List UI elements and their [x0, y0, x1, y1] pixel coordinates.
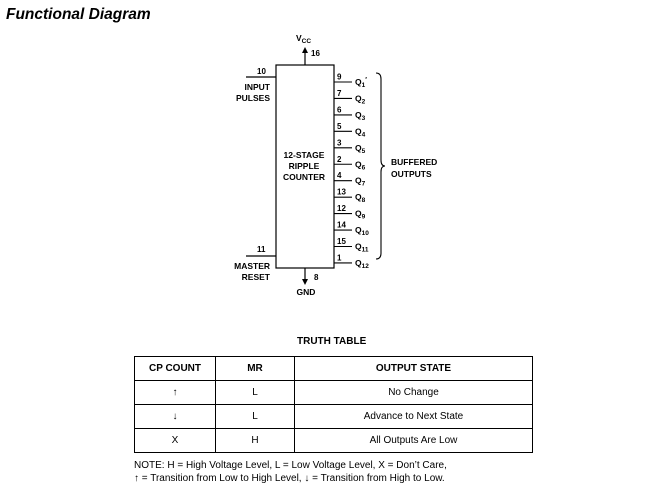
output-pin-10: 14: [337, 221, 346, 230]
table-row: X H All Outputs Are Low: [134, 428, 533, 453]
truth-table-title: TRUTH TABLE: [297, 336, 367, 347]
output-label-q1: Q1′: [355, 77, 367, 89]
input-pin: 10: [257, 67, 266, 76]
brace-icon: [375, 72, 386, 260]
column-header-cp-count: CP COUNT: [134, 356, 216, 381]
output-pin-5: 3: [337, 138, 342, 147]
output-label-q4: Q4: [355, 126, 366, 138]
output-pin-2: 7: [337, 89, 342, 98]
reset-label-2: RESET: [242, 272, 271, 282]
mr-cell: H: [215, 428, 295, 453]
output-pin-6: 2: [337, 155, 342, 164]
output-label-q9: Q9: [355, 209, 366, 221]
output-label-q5: Q5: [355, 143, 366, 155]
output-label-q8: Q8: [355, 192, 366, 204]
column-header-mr: MR: [215, 356, 295, 381]
output-state-cell: All Outputs Are Low: [294, 428, 533, 453]
output-state-cell: No Change: [294, 380, 533, 405]
table-row: ↓ L Advance to Next State: [134, 404, 533, 429]
output-pin-9: 12: [337, 204, 346, 213]
output-pin-12: 1: [337, 253, 342, 262]
truth-table: CP COUNT MR OUTPUT STATE ↑ L No Change ↓…: [134, 356, 533, 453]
mr-cell: L: [215, 380, 295, 405]
output-label-q2: Q2: [355, 93, 366, 105]
vcc-arrow-icon: [302, 47, 308, 53]
output-pin-1: 9: [337, 73, 342, 82]
note-line-2: ↑ = Transition from Low to High Level, ↓…: [134, 473, 445, 484]
output-pin-8: 13: [337, 188, 346, 197]
output-pin-4: 5: [337, 122, 342, 131]
buffered-label-1: BUFFERED: [391, 157, 437, 167]
block-label-3: COUNTER: [283, 172, 325, 182]
table-note: NOTE: H = High Voltage Level, L = Low Vo…: [134, 459, 447, 485]
buffered-label-2: OUTPUTS: [391, 169, 432, 179]
output-pin-11: 15: [337, 237, 346, 246]
output-state-cell: Advance to Next State: [294, 404, 533, 429]
cp-count-cell: X: [134, 428, 216, 453]
functional-diagram: 12-STAGE RIPPLE COUNTER VCC 16 8 GND 10 …: [234, 33, 437, 297]
input-label-2: PULSES: [236, 93, 270, 103]
column-header-output-state: OUTPUT STATE: [294, 356, 533, 381]
output-label-q6: Q6: [355, 159, 366, 171]
gnd-pin: 8: [314, 273, 319, 282]
output-label-q11: Q11: [355, 242, 369, 254]
table-header-row: CP COUNT MR OUTPUT STATE: [134, 356, 533, 381]
output-label-q7: Q7: [355, 176, 366, 188]
output-label-q10: Q10: [355, 225, 369, 237]
vcc-label: VCC: [296, 33, 311, 45]
note-line-1: NOTE: H = High Voltage Level, L = Low Vo…: [134, 460, 447, 471]
cp-count-cell: ↓: [134, 404, 216, 429]
mr-cell: L: [215, 404, 295, 429]
block-label-1: 12-STAGE: [284, 150, 325, 160]
gnd-label: GND: [297, 287, 316, 297]
output-label-q12: Q12: [355, 258, 369, 270]
output-pin-7: 4: [337, 171, 342, 180]
gnd-arrow-icon: [302, 279, 308, 285]
output-label-q3: Q3: [355, 110, 366, 122]
reset-pin: 11: [257, 245, 266, 254]
table-row: ↑ L No Change: [134, 380, 533, 405]
vcc-pin: 16: [311, 49, 320, 58]
reset-label-1: MASTER: [234, 261, 270, 271]
counter-block: [275, 64, 335, 269]
output-pin-3: 6: [337, 105, 342, 114]
input-label-1: INPUT: [245, 82, 271, 92]
page-title: Functional Diagram: [6, 6, 151, 23]
cp-count-cell: ↑: [134, 380, 216, 405]
block-label-2: RIPPLE: [289, 161, 320, 171]
